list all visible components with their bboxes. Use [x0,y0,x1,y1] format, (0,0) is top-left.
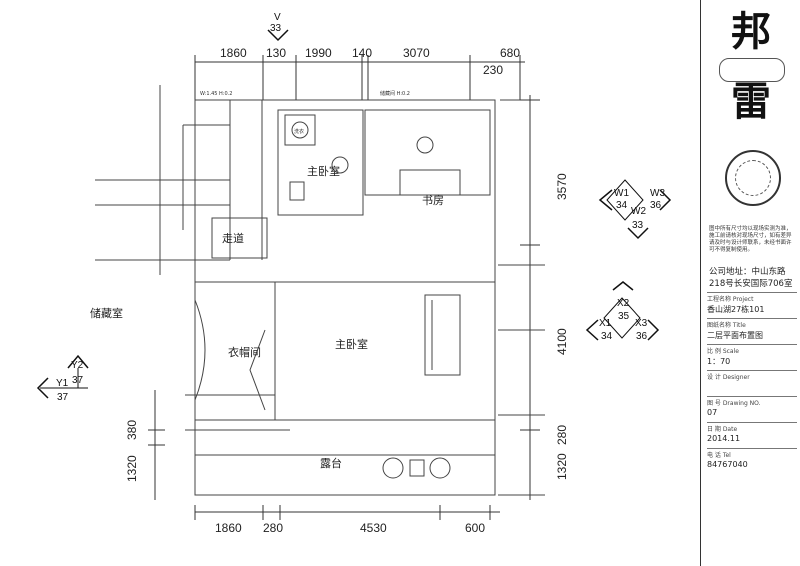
room-corridor: 走道 [222,231,244,245]
dim-left-2: 1320 [125,455,139,482]
designer-row: 设 计 Designer [707,370,797,382]
marker-y2-num: 37 [72,375,84,386]
marker-x2-num: 35 [618,311,630,322]
dimension-lines [148,55,540,520]
room-labels: 主卧室 书房 走道 储藏室 衣帽间 主卧室 露台 洗衣 W:1.45 H:0.2… [90,90,444,470]
dim-right-3: 280 [555,425,569,445]
drawing-no-label: 图 号 Drawing NO. [707,400,761,407]
marker-w1-num: 34 [616,200,628,211]
scale-value: 1：70 [707,357,731,366]
marker-y-group: Y2 37 Y1 37 [36,354,89,403]
title-row: 图纸名称 Title 二层平面布置图 [707,318,797,341]
marker-v-num: 33 [270,23,282,34]
room-balcony: 露台 [320,456,342,470]
dim-right-2: 4100 [555,328,569,355]
marker-y2: Y2 [71,360,84,371]
dim-right-1: 3570 [555,173,569,200]
dim-top-1: 1860 [220,46,247,60]
date-value: 2014.11 [707,434,741,443]
room-walk-in-closet: 衣帽间 [228,345,261,359]
marker-y1: Y1 [56,378,69,389]
marker-x1: X1 [599,318,612,329]
project-label: 工程名称 Project [707,296,754,303]
floor-plan: 1860 130 1990 140 3070 680 230 1860 280 … [36,12,672,535]
dim-top-5: 3070 [403,46,430,60]
marker-w2: W2 [631,206,646,217]
date-label: 日 期 Date [707,426,738,433]
title-label: 图纸名称 Title [707,322,746,329]
bath-fixture-label: 洗衣 [294,128,304,135]
company-address-value: 中山东路218号长安国际706室 [709,267,793,289]
room-master-bedroom-upper: 主卧室 [307,164,340,178]
scale-row: 比 例 Scale 1：70 [707,344,797,367]
marker-x2: X2 [617,298,630,309]
tel-value: 84767040 [707,460,748,469]
dim-top-sub: 230 [483,63,503,77]
marker-x3: X3 [635,318,648,329]
room-study: 书房 [422,194,444,207]
designer-label: 设 计 Designer [707,374,750,381]
logo-char-bang: 邦 [731,8,771,55]
tel-label: 电 话 Tel [707,452,731,459]
marker-w-group: W1 34 W3 36 W2 33 [598,179,672,240]
marker-w3: W3 [650,188,665,199]
logo-ribbon [719,58,785,82]
date-row: 日 期 Date 2014.11 [707,422,797,443]
note-left: W:1.45 H:0.2 [200,91,232,97]
dim-top-6: 680 [500,46,520,60]
note-center: 储藏间 H:0.2 [380,90,410,97]
tel-row: 电 话 Tel 84767040 [707,448,797,469]
company-address-label: 公司地址： [709,267,752,277]
logo-char-lei: 雷 [731,78,771,125]
dim-bottom-4: 600 [465,521,485,535]
dim-top-2: 130 [266,46,286,60]
marker-x1-num: 34 [601,331,613,342]
logo-seal-inner [735,160,771,196]
dim-top-4: 140 [352,46,372,60]
dim-bottom-2: 280 [263,521,283,535]
project-row: 工程名称 Project 香山湖27栋101 [707,292,797,315]
logo-seal [725,150,781,206]
marker-w2-num: 33 [632,220,644,231]
walls [95,85,545,496]
marker-w1: W1 [614,188,629,199]
drawing-no-value: 07 [707,408,718,417]
disclaimer-text: 图中所有尺寸均以现场实测为准，施工前请核对现场尺寸，如有差异请及时与设计师联系，… [709,226,792,253]
room-storage: 储藏室 [90,306,123,320]
dim-top-3: 1990 [305,46,332,60]
marker-x3-num: 36 [636,331,648,342]
dim-right-4: 1320 [555,453,569,480]
marker-v: V 33 [267,12,289,42]
scale-label: 比 例 Scale [707,348,739,355]
marker-x-group: X2 35 X1 34 X3 36 [585,281,660,342]
dim-bottom-3: 4530 [360,521,387,535]
drawing-no-row: 图 号 Drawing NO. 07 [707,396,797,417]
dim-left-1: 380 [125,420,139,440]
title-block: 邦 雷 图中所有尺寸均以现场实测为准，施工前请核对现场尺寸，如有差异请及时与设计… [700,0,800,566]
room-master-bedroom-lower: 主卧室 [335,337,368,351]
marker-y1-num: 37 [57,392,69,403]
dimension-labels: 1860 130 1990 140 3070 680 230 1860 280 … [125,46,569,535]
project-value: 香山湖27栋101 [707,305,765,314]
marker-v-letter: V [274,12,281,23]
dim-bottom-1: 1860 [215,521,242,535]
company-address: 公司地址：中山东路218号长安国际706室 [709,266,797,290]
title-value: 二层平面布置图 [707,331,763,340]
marker-w3-num: 36 [650,200,662,211]
